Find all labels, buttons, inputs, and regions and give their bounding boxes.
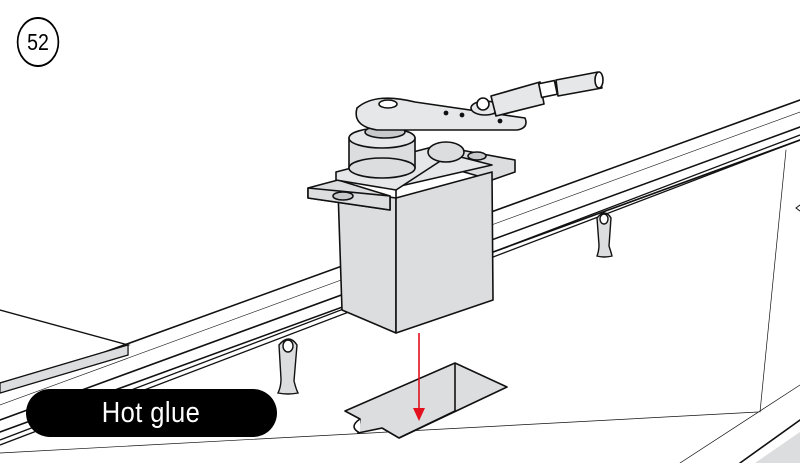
hot-glue-label: Hot glue [26, 389, 277, 437]
wire-guide-right [596, 212, 613, 258]
wire-guide-left [276, 338, 300, 395]
insert-direction-arrow [413, 333, 425, 421]
step-number-badge: 52 [16, 17, 60, 67]
step-number: 52 [27, 28, 49, 55]
servo-motor [307, 71, 604, 334]
left-plate-edge [0, 344, 129, 394]
servo-cutout [344, 362, 508, 439]
right-floor-edge [755, 432, 800, 463]
label-text: Hot glue [102, 396, 201, 429]
